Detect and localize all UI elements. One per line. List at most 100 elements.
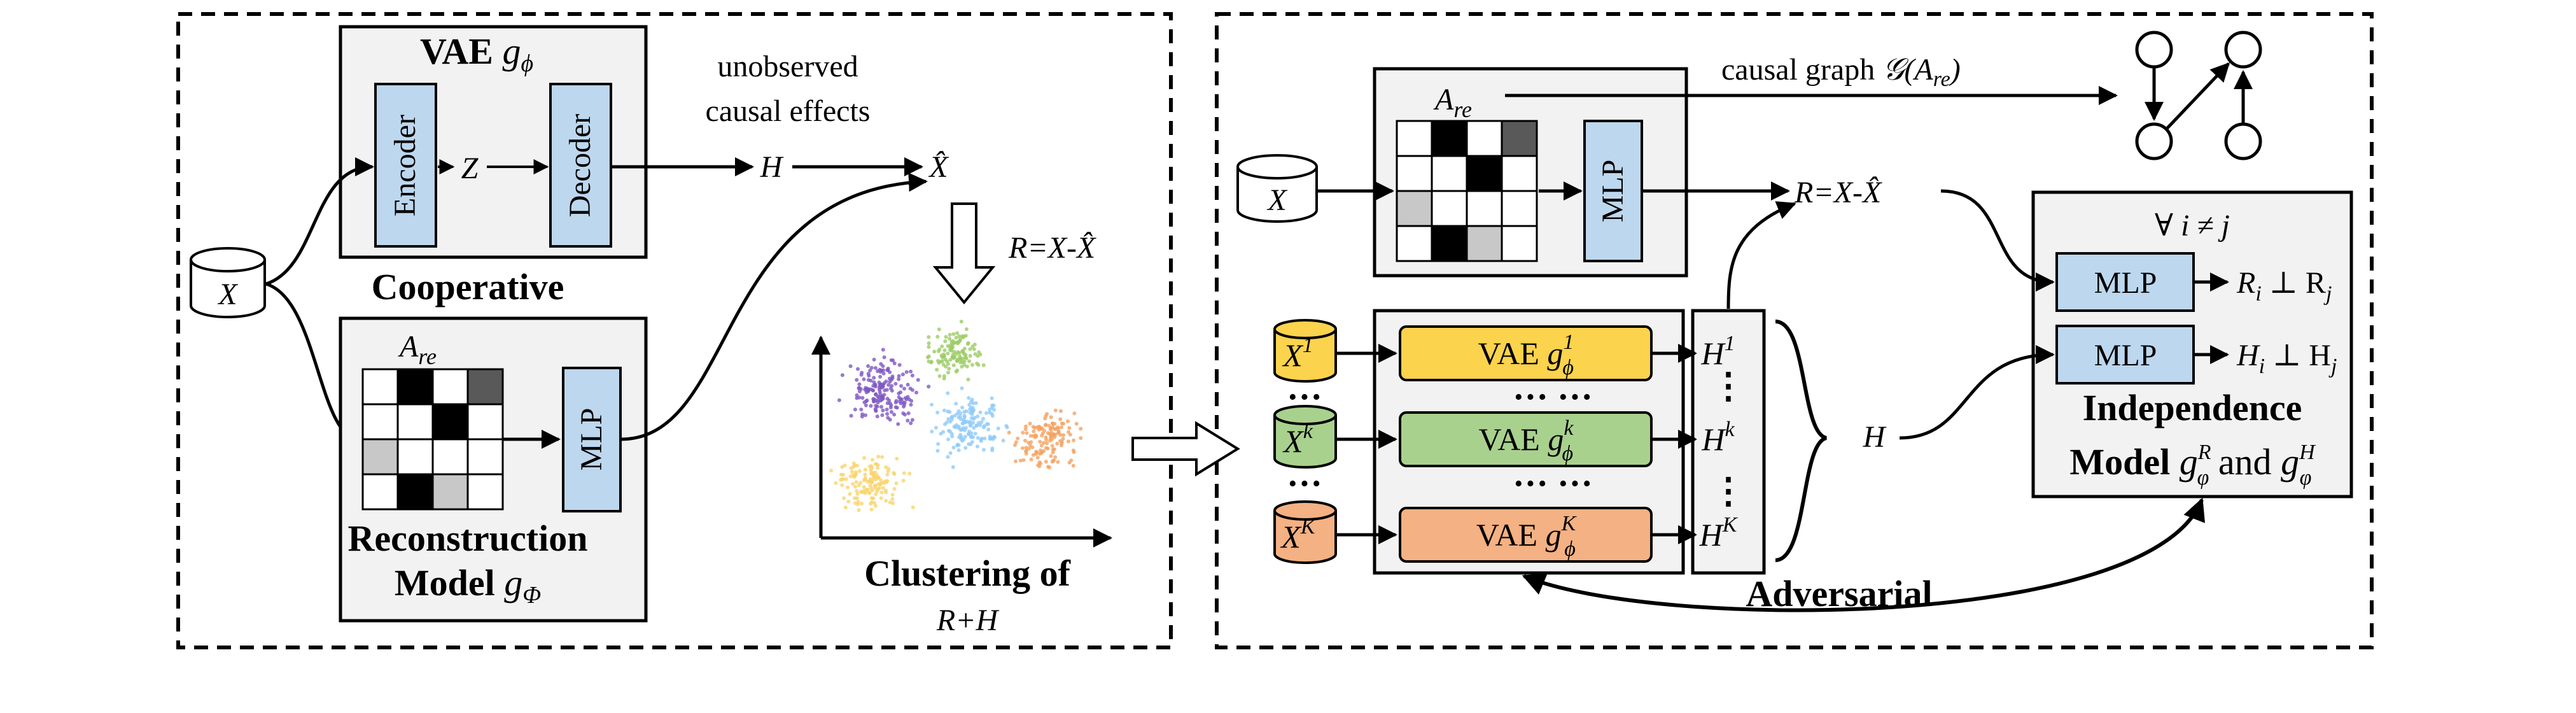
scatter-point — [1067, 426, 1072, 430]
clustering-line2: R+H — [936, 604, 1000, 637]
recon-model-line2: Model gΦ — [395, 562, 541, 609]
matrix-cell — [396, 368, 434, 406]
latent-z: Z — [461, 152, 479, 185]
residual-down-arrow — [932, 202, 996, 305]
scatter-point — [867, 374, 871, 378]
scatter-point — [881, 371, 886, 376]
scatter-point — [944, 420, 949, 425]
scatter-point — [882, 355, 886, 360]
scatter-point — [864, 403, 868, 407]
scatter-point — [1045, 441, 1049, 446]
scatter-point — [951, 446, 956, 449]
scatter-point — [884, 379, 888, 384]
matrix-cell — [466, 403, 504, 441]
scatter-point — [949, 348, 954, 353]
scatter-point — [843, 505, 848, 510]
scatter-point — [946, 351, 950, 356]
scatter-point — [949, 432, 954, 436]
scatter-point — [884, 490, 888, 495]
scatter-point — [897, 377, 901, 381]
scatter-point — [848, 364, 853, 369]
scatter-point — [970, 344, 975, 349]
vae-dots-1: ··· ··· — [1513, 378, 1593, 417]
scatter-point — [1047, 423, 1051, 428]
scatter-point — [1079, 436, 1083, 441]
scatter-point — [871, 473, 876, 477]
scatter-point — [854, 480, 858, 484]
scatter-point — [889, 410, 893, 414]
scatter-point — [967, 442, 971, 446]
matrix-cell — [1466, 190, 1503, 227]
scatter-point — [848, 474, 853, 479]
scatter-point — [1056, 460, 1060, 464]
scatter-point — [872, 376, 876, 380]
scatter-point — [947, 367, 951, 371]
matrix-cell — [361, 473, 399, 511]
scatter-point — [1050, 437, 1054, 441]
scatter-point — [888, 370, 892, 374]
scatter-point — [946, 371, 951, 375]
scatter-point — [1024, 449, 1028, 453]
scatter-point — [935, 411, 940, 414]
scatter-point — [899, 384, 904, 388]
scatter-point — [1067, 430, 1071, 434]
scatter-point — [1072, 411, 1077, 416]
scatter-point — [930, 429, 934, 434]
scatter-point — [1049, 430, 1054, 435]
scatter-point — [1028, 421, 1032, 426]
scatter-point — [983, 436, 987, 441]
input-x-label: X — [217, 278, 238, 311]
decoder-box — [549, 83, 612, 248]
scatter-point — [967, 402, 972, 407]
scatter-point — [951, 465, 955, 469]
scatter-point — [869, 404, 873, 408]
scatter-point — [854, 470, 858, 474]
matrix-cell — [1396, 225, 1433, 262]
left-dashed-panel — [176, 12, 1173, 649]
scatter-point — [1053, 408, 1058, 413]
scatter-point — [916, 378, 920, 382]
scatter-point — [1071, 448, 1075, 453]
scatter-point — [865, 399, 869, 402]
scatter-point — [977, 350, 981, 355]
scatter-point — [990, 412, 994, 416]
scatter-point — [966, 378, 970, 382]
scatter-point — [1060, 441, 1064, 446]
scatter-point — [1021, 446, 1025, 450]
scatter-point — [976, 363, 981, 367]
causal-graph-mini — [2135, 31, 2262, 160]
right-input-x-label: X — [1266, 183, 1287, 217]
left-residual-eq: R=X-X̂ — [1008, 230, 1096, 265]
scatter-point — [846, 499, 851, 504]
scatter-point — [840, 483, 844, 488]
scatter-point — [935, 334, 940, 339]
scatter-point — [935, 449, 940, 453]
scatter-point — [1026, 441, 1031, 445]
scatter-point — [834, 481, 838, 485]
scatter-point — [927, 359, 931, 364]
scatter-point — [1061, 421, 1065, 426]
scatter-point — [946, 417, 951, 421]
scatter-point — [958, 357, 963, 362]
scatter-point — [914, 390, 918, 395]
scatter-point — [885, 388, 889, 392]
scatter-point — [869, 507, 874, 512]
scatter-point — [1079, 427, 1083, 431]
matrix-cell — [1501, 190, 1538, 227]
scatter-point — [848, 491, 852, 496]
scatter-point — [955, 411, 960, 416]
scatter-point — [976, 435, 980, 440]
scatter-point — [1021, 430, 1025, 435]
scatter-point — [1038, 439, 1042, 444]
scatter-point — [946, 437, 951, 442]
scatter-point — [1044, 423, 1048, 427]
scatter-point — [862, 478, 866, 483]
scatter-point — [906, 418, 910, 423]
scatter-point — [949, 339, 954, 344]
scatter-point — [1050, 444, 1054, 448]
scatter-point — [971, 421, 976, 425]
scatter-point — [942, 408, 946, 413]
